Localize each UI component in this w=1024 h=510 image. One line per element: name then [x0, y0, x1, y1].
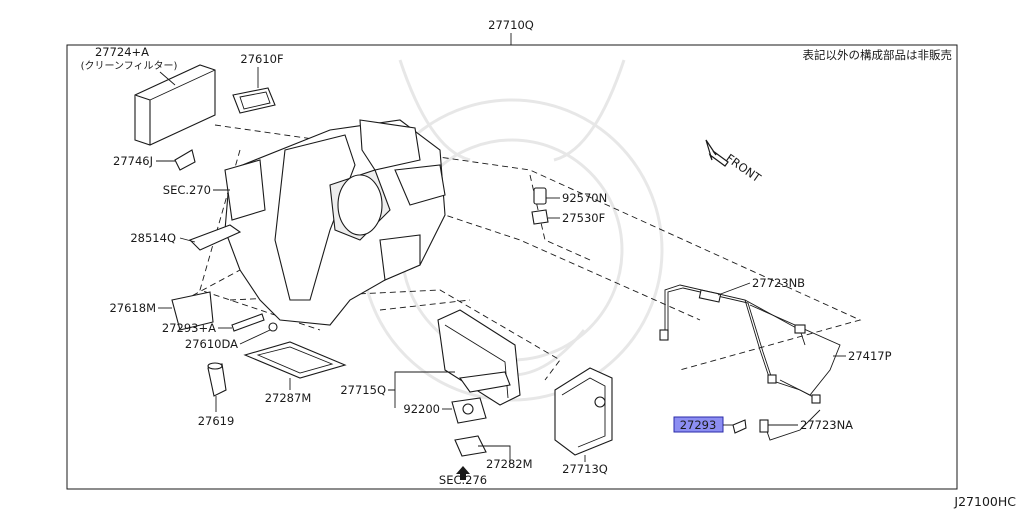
label-27723nb[interactable]: 27723NB — [752, 276, 805, 290]
label-27724a[interactable]: 27724+A — [95, 45, 149, 59]
label-sec270[interactable]: SEC.270 — [163, 183, 211, 197]
diagram-frame — [66, 44, 958, 490]
label-27287m[interactable]: 27287M — [265, 391, 312, 405]
leader-28514q — [179, 237, 196, 243]
label-27417p[interactable]: 27417P — [848, 349, 892, 363]
seal-27287m — [243, 341, 347, 379]
sec276-arrow — [456, 466, 470, 480]
diagram-code: J27100HC — [953, 494, 1016, 509]
front-arrow-icon — [705, 139, 729, 167]
sensor-27619 — [207, 362, 227, 397]
label-92570n[interactable]: 92570N — [562, 191, 607, 205]
label-27293[interactable]: 27293 — [680, 418, 717, 432]
case-27713q — [554, 367, 613, 456]
leader-27610da — [239, 329, 271, 345]
label-27723na[interactable]: 27723NA — [800, 418, 853, 432]
label-27619[interactable]: 27619 — [198, 414, 235, 428]
front-label: FRONT — [723, 151, 764, 186]
bracket-27618m — [171, 291, 214, 331]
bracket-28514q — [189, 224, 242, 251]
grommet-27610da — [268, 322, 278, 332]
label-27710q[interactable]: 27710Q — [488, 18, 534, 32]
label-27746j[interactable]: 27746J — [113, 154, 153, 168]
screw-27293a — [231, 313, 265, 332]
cap-92570n — [533, 187, 547, 205]
highlight-27293[interactable] — [673, 416, 724, 433]
leader-27723nb — [717, 282, 751, 296]
leader-27282m — [478, 445, 511, 464]
label-27724a-desc: (クリーンフィルター) — [81, 60, 178, 72]
label-27282m[interactable]: 27282M — [486, 457, 533, 471]
label-27618m[interactable]: 27618M — [109, 301, 156, 315]
evaporator-27715q — [437, 309, 521, 406]
leader-27715q — [388, 371, 455, 408]
label-27713q[interactable]: 27713Q — [562, 462, 608, 476]
label-27293a[interactable]: 27293+A — [162, 321, 216, 335]
valve-92200 — [451, 397, 487, 424]
screw-27293 — [732, 419, 747, 434]
notice-text: 表記以外の構成部品は非販売 — [803, 48, 953, 62]
clip-27746j — [174, 149, 196, 171]
wiring-harness — [659, 284, 841, 441]
label-sec276[interactable]: SEC.276 — [439, 473, 487, 487]
heater-unit-body — [224, 119, 446, 326]
label-27530f[interactable]: 27530F — [562, 211, 605, 225]
nut-27530f — [531, 209, 549, 225]
leader-27724a — [159, 71, 176, 86]
label-27610da[interactable]: 27610DA — [185, 337, 238, 351]
label-27610f[interactable]: 27610F — [240, 52, 283, 66]
label-92200[interactable]: 92200 — [403, 402, 440, 416]
clean-filter — [134, 64, 216, 146]
plate-27282m — [454, 435, 487, 457]
label-27715q[interactable]: 27715Q — [340, 383, 386, 397]
seal-27610f — [232, 87, 276, 114]
label-28514q[interactable]: 28514Q — [130, 231, 176, 245]
